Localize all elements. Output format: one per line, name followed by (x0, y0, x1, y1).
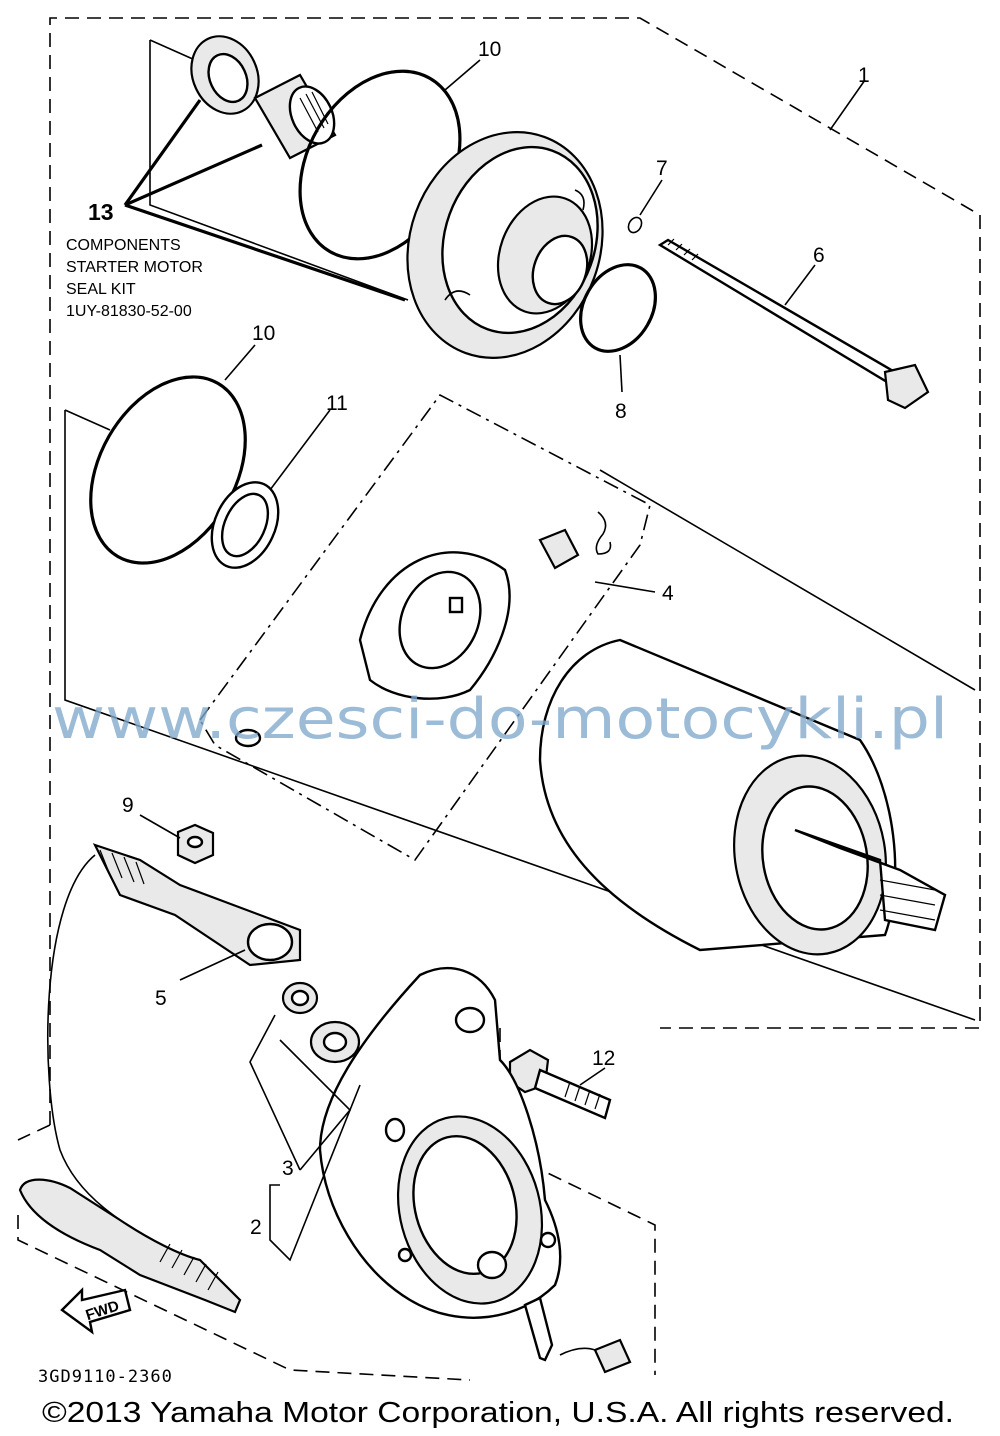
part-label-9: 9 (122, 794, 134, 817)
forward-direction-arrow: FWD (60, 1287, 132, 1335)
brush-holder-boundary-dashdot (199, 393, 651, 862)
bolt-12 (508, 1048, 612, 1120)
part-label-5: 5 (155, 987, 167, 1010)
needle-bearing (253, 73, 337, 160)
oil-seal (190, 35, 260, 115)
through-bolt (657, 238, 930, 410)
washer-stack (281, 981, 370, 1090)
part-label-12: 12 (592, 1047, 615, 1070)
part-label-10-lower: 10 (252, 322, 275, 345)
part-label-3: 3 (282, 1157, 294, 1180)
part-label-4: 4 (662, 582, 674, 605)
brush-plate (358, 551, 511, 700)
watermark-url: www.czesci-do-motocykli.pl (52, 687, 948, 752)
seal-kit-note: COMPONENTS STARTER MOTOR SEAL KIT 1UY-81… (66, 237, 203, 320)
part-label-10-upper: 10 (478, 38, 501, 61)
callout-leaders (139, 59, 866, 1262)
brush-and-spring (234, 511, 612, 748)
seal-kit-leaders (123, 99, 406, 302)
part-label-2: 2 (250, 1216, 262, 1239)
cable-terminal-end (18, 1178, 242, 1314)
bracket-region-dashed (17, 1028, 656, 1381)
small-o-ring (627, 216, 643, 234)
front-end-cover (406, 131, 604, 359)
assembly-boundary-dashed (17, 17, 981, 1141)
part-label-8: 8 (615, 400, 627, 423)
seal-kit-line-3: SEAL KIT (66, 281, 136, 298)
rear-bracket-housing (318, 966, 562, 1319)
yoke-armature (538, 638, 947, 956)
terminal-stud (523, 1296, 632, 1374)
part-label-7: 7 (656, 157, 668, 180)
copyright-notice: ©2013 Yamaha Motor Corporation, U.S.A. A… (42, 1397, 954, 1429)
part-label-13: 13 (88, 199, 114, 225)
seal-kit-line-1: COMPONENTS (66, 237, 181, 254)
nut-9 (176, 823, 215, 865)
part-label-1: 1 (858, 64, 870, 87)
seal-kit-line-2: STARTER MOTOR (66, 259, 203, 276)
o-ring-8 (579, 263, 657, 353)
seal-kit-part-number: 1UY-81830-52-00 (66, 303, 192, 320)
part-label-11: 11 (326, 392, 348, 415)
starter-lead (46, 843, 302, 1301)
diagram-code: 3GD9110-2360 (38, 1367, 173, 1387)
part-label-6: 6 (813, 244, 825, 267)
washer-11 (210, 481, 280, 569)
assembly-frame-lines (64, 39, 976, 1021)
